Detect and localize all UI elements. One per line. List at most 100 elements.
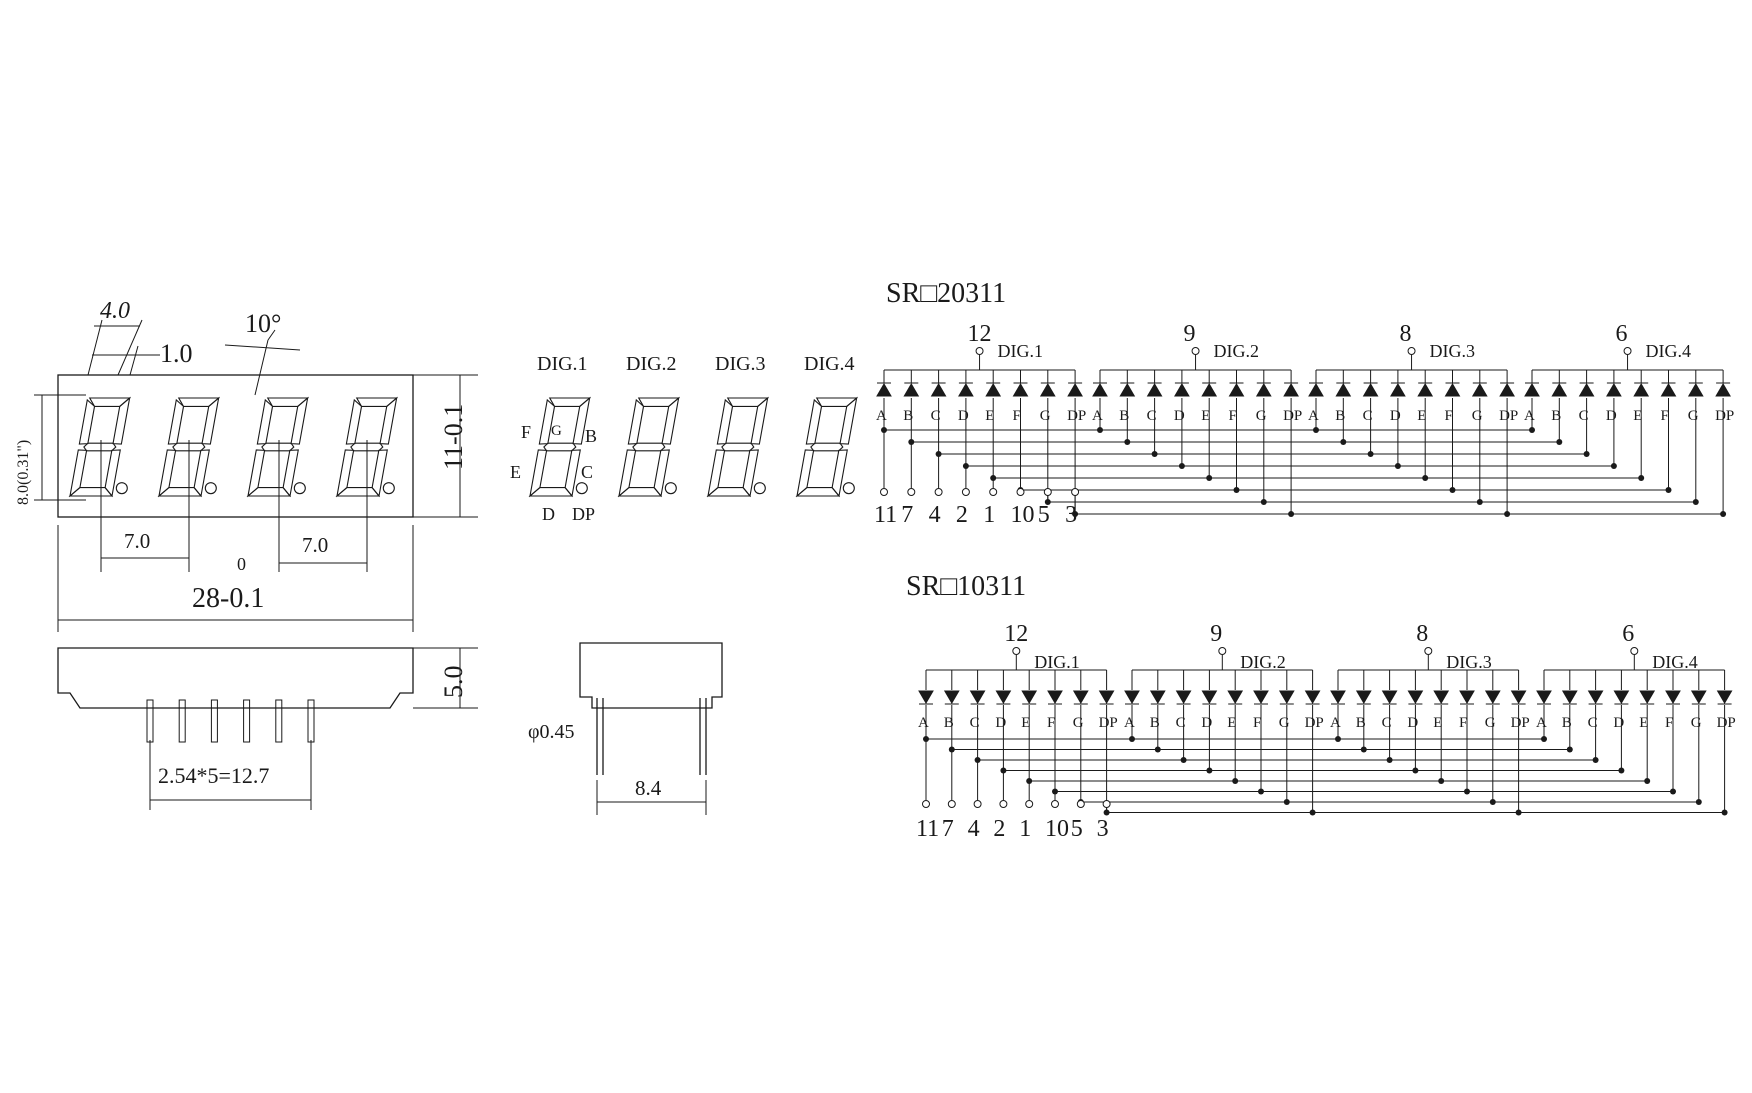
segment-a [548,397,592,407]
segment-e [618,449,637,498]
side-pin [275,699,283,743]
segment-label: D [1613,715,1624,731]
digit-pin-number: 8 [1400,321,1412,347]
digit-pin-number: 6 [1622,621,1634,647]
diode [1227,690,1244,704]
body-height-label: 11-0.1 [439,404,468,470]
segment-label: E [1201,408,1210,424]
front-digit-3 [246,396,310,498]
front-view: 4.0 1.0 10° 8.0(0.31") 11-0.1 7.0 7.0 0 … [15,298,478,632]
segment-e [336,449,355,498]
segment-label: C [931,408,941,424]
segment-pin-number: 3 [1097,816,1109,842]
pitch-right-label: 7.0 [302,533,328,557]
segment-label: D [1606,408,1617,424]
segment-label: B [944,715,954,731]
digit-pin-number: 6 [1616,321,1628,347]
segment-label: D [1174,408,1185,424]
body-width-label: 28-0.1 [192,583,264,614]
side-view: 5.0 2.54*5=12.7 [57,647,478,810]
circuit-title: SR□10311 [906,571,1026,602]
front-digits [68,396,399,498]
diode [876,383,892,397]
segment-label: E [985,408,994,424]
segment-b [290,396,309,445]
segment-f [627,398,645,445]
diode [1665,690,1681,704]
segment-label: F [1047,715,1055,731]
side-pin [243,699,251,743]
segment-pin-pad [947,800,956,808]
front-digit-4 [335,396,399,498]
diode [1499,383,1515,397]
digit-pin-number: 12 [968,321,992,347]
segment-pin-pad [934,488,943,496]
digit-label: DIG.1 [998,341,1044,361]
end-view: φ0.45 8.4 [528,642,723,815]
segment-pin-number: 3 [1065,502,1077,528]
legend-digit-label: DIG.1 [537,353,588,375]
segment-a [726,397,770,407]
digit-label: DIG.4 [1652,652,1698,672]
segment-label: C [1382,715,1392,731]
diode [1355,690,1372,704]
diode [1012,383,1029,397]
segment-b [201,396,220,445]
segment-pin-number: 11 [916,816,939,842]
segment-pin-number: 5 [1071,816,1083,842]
legend-seg-c: C [581,462,593,482]
segment-pin-pad [973,800,982,808]
legend-digit-2 [617,396,681,498]
segment-pin-number: 2 [993,816,1005,842]
diode [1633,383,1650,397]
digit-height-label: 8.0(0.31") [15,440,32,505]
segment-pin-number: 1 [1019,816,1031,842]
segment-d [795,487,841,497]
segment-label: DP [1099,715,1118,731]
legend-digit-1 [528,396,592,498]
segment-pin-number: 1 [983,502,995,528]
segment-label: A [1524,408,1535,424]
segment-g [632,442,666,452]
segment-label: E [1633,408,1642,424]
segment-f [345,398,363,445]
decimal-point [664,482,677,495]
decimal-point [842,482,855,495]
segment-c [282,449,299,498]
segment-pin-pad [989,488,998,496]
digit-pin-pad [1218,647,1227,655]
diode [1417,383,1434,397]
segment-label: C [1588,715,1598,731]
segment-b [112,396,131,445]
digit-label: DIG.3 [1446,652,1492,672]
diode [1690,690,1707,704]
diode [1278,690,1295,704]
diode [1381,690,1398,704]
segment-label: C [1176,715,1186,731]
segment-label: F [1229,408,1237,424]
diode [1092,383,1108,397]
segment-pin-pad [1102,800,1111,808]
diode [1098,690,1115,704]
diode [1283,383,1299,397]
segment-label: A [1308,408,1319,424]
segment-g [172,442,206,452]
segment-e [707,449,726,498]
segment-label: B [1551,408,1561,424]
segment-label: E [1417,408,1426,424]
segment-pin-pad [922,800,930,808]
segment-c [193,449,210,498]
segment-a [88,397,132,407]
segment-g [810,442,844,452]
segment-d [68,487,114,497]
legend-seg-e: E [510,462,521,482]
segment-label: F [1253,715,1261,731]
legend-seg-dp: DP [572,504,595,524]
segment-g [83,442,117,452]
diode [1124,690,1140,704]
decimal-point [753,482,766,495]
segment-f [167,398,185,445]
